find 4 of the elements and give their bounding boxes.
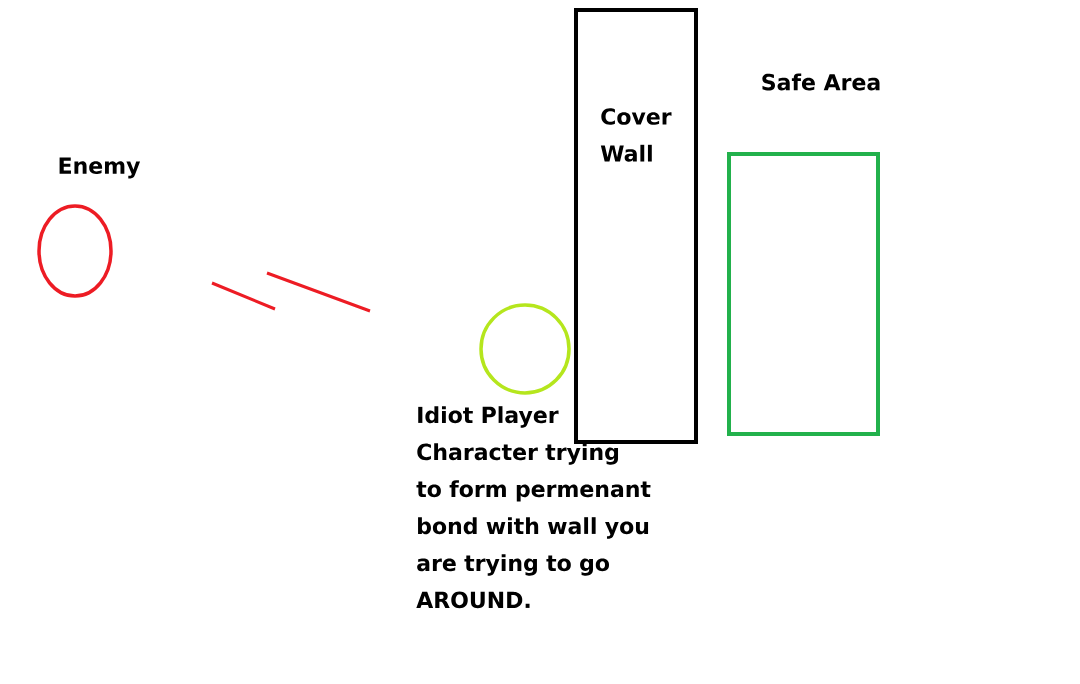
node-label: Enemy bbox=[59, 157, 141, 179]
node-label: Safe Area bbox=[762, 73, 880, 91]
safe-area-box: Safe Area bbox=[727, 73, 880, 436]
cover-wall: Cover Wall bbox=[574, 8, 698, 444]
